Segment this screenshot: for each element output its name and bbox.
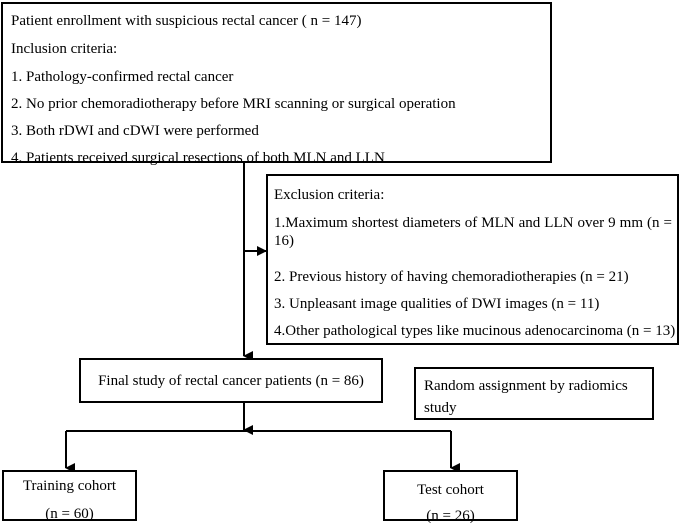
inclusion-heading: Inclusion criteria:	[11, 41, 118, 57]
inclusion-criterion: 3. Both rDWI and cDWI were performed	[11, 123, 259, 139]
training-cohort-count: (n = 60)	[45, 506, 94, 522]
random-assignment-label: Random assignment by radiomics study	[424, 378, 628, 416]
enrollment-title: Patient enrollment with suspicious recta…	[11, 13, 362, 29]
inclusion-criterion: 4. Patients received surgical resections…	[11, 150, 385, 166]
test-cohort-box: Test cohort (n = 26)	[383, 470, 518, 524]
final-study-label: Final study of rectal cancer patients (n…	[98, 373, 364, 389]
inclusion-criterion: 1. Pathology-confirmed rectal cancer	[11, 69, 234, 85]
exclusion-item: 4.Other pathological types like mucinous…	[274, 323, 676, 339]
random-assignment-box: Random assignment by radiomics study	[414, 367, 654, 420]
final-study-box: Final study of rectal cancer patients (n…	[79, 358, 383, 403]
enrollment-box: Patient enrollment with suspicious recta…	[1, 2, 552, 166]
test-cohort-count: (n = 26)	[426, 508, 475, 524]
exclusion-heading: Exclusion criteria:	[274, 187, 385, 203]
training-cohort-label: Training cohort	[22, 478, 117, 494]
exclusion-item: 2. Previous history of having chemoradio…	[274, 269, 629, 285]
exclusion-item: 3. Unpleasant image qualities of DWI ima…	[274, 296, 600, 312]
exclusion-item: 1.Maximum shortest diameters of MLN and …	[274, 215, 672, 249]
test-cohort-label: Test cohort	[417, 482, 484, 498]
exclusion-box: Exclusion criteria: 1.Maximum shortest d…	[266, 174, 679, 345]
inclusion-criterion: 2. No prior chemoradiotherapy before MRI…	[11, 96, 456, 112]
training-cohort-box: Training cohort (n = 60)	[2, 470, 137, 522]
